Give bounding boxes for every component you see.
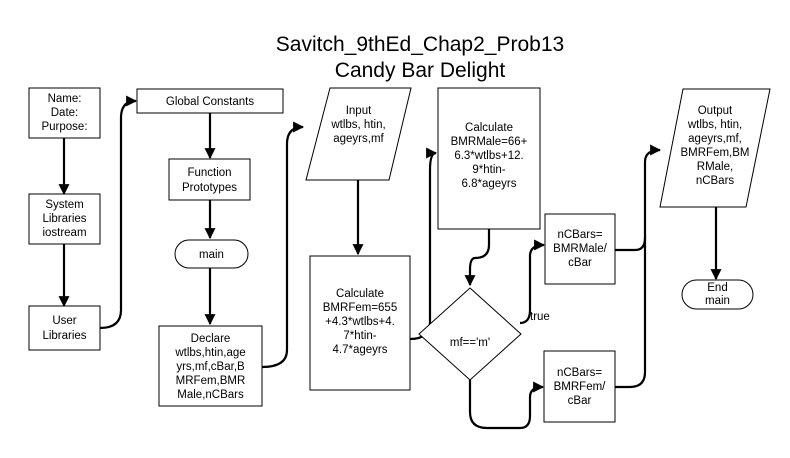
ncbars-male-block: nCBars= BMRMale/ cBar (544, 213, 616, 285)
nfem-line-3: cBar (568, 395, 592, 407)
declare-line-5: Male,nCBars (177, 389, 244, 401)
protos-line-2: Prototypes (182, 182, 237, 194)
header-line-date: Date: (51, 107, 79, 119)
header-line-purpose: Purpose: (41, 121, 87, 133)
endmain-line-2: main (705, 295, 730, 307)
declare-line-1: Declare (191, 333, 231, 345)
calc-bmrfem-block: Calculate BMRFem=655 +4.3*wtlbs+4. 7*hti… (309, 255, 411, 391)
output-block: Output wtlbs, htin, ageyrs,mf, BMRFem,BM… (659, 88, 771, 208)
declare-line-3: yrs,mf,cBar,B (176, 361, 245, 373)
edge-calcmale-decision (464, 229, 491, 287)
nmale-line-3: cBar (568, 257, 592, 269)
nmale-line-1: nCBars= (557, 229, 602, 241)
calcmale-line-1: Calculate (465, 122, 513, 134)
system-libraries-block: System Libraries iostream (28, 193, 101, 245)
calcfem-line-1: Calculate (336, 288, 384, 300)
decision-label: mf=='m' (450, 337, 490, 349)
declare-block: Declare wtlbs,htin,age yrs,mf,cBar,B MRF… (158, 325, 263, 407)
protos-line-1: Function (187, 167, 231, 179)
input-line-3: ageyrs,mf (333, 133, 384, 145)
main-terminator: main (174, 239, 249, 269)
output-line-4: BMRFem,BM (681, 147, 750, 159)
output-line-2: wtlbs, htin, (687, 119, 742, 131)
input-line-2: wtlbs, htin, (330, 119, 385, 131)
calcmale-line-4: 9*htin- (472, 164, 505, 176)
calcfem-line-5: 4.7*ageyrs (333, 344, 388, 356)
syslibs-line-1: System (45, 199, 83, 211)
calcfem-line-3: +4.3*wtlbs+4. (325, 316, 395, 328)
calc-bmrmale-block: Calculate BMRMale=66+ 6.3*wtlbs+12. 9*ht… (437, 87, 541, 230)
edge-nmale-output (615, 144, 662, 252)
input-block: Input wtlbs, htin, ageyrs,mf (305, 87, 412, 181)
edge-nfem-junction (615, 238, 647, 389)
decision-block: mf=='m' (418, 287, 522, 381)
calcmale-line-3: 6.3*wtlbs+12. (454, 150, 523, 162)
nmale-line-2: BMRMale/ (553, 243, 607, 255)
input-line-1: Input (346, 105, 372, 117)
calcfem-line-2: BMRFem=655 (323, 302, 397, 314)
edge-calcfem-calcmale (409, 147, 438, 341)
diagram-subtitle: Candy Bar Delight (335, 59, 506, 82)
nfem-line-1: nCBars= (557, 367, 602, 379)
syslibs-line-3: iostream (42, 227, 86, 239)
calcfem-line-4: 7*htin- (343, 330, 376, 342)
declare-line-4: MRFem,BMR (176, 375, 246, 387)
output-line-1: Output (698, 105, 733, 117)
output-line-6: nCBars (696, 175, 735, 187)
globals-label: Global Constants (166, 96, 254, 108)
ncbars-fem-block: nCBars= BMRFem/ cBar (543, 350, 616, 423)
edge-decision-nmale (519, 239, 546, 325)
edge-declare-input (261, 121, 305, 369)
calcmale-line-5: 6.8*ageyrs (462, 178, 517, 190)
endmain-line-1: End (707, 282, 727, 294)
output-line-3: ageyrs,mf, (688, 133, 742, 145)
function-prototypes-block: Function Prototypes (168, 158, 251, 201)
nfem-line-2: BMRFem/ (554, 381, 607, 393)
userlibs-line-1: User (52, 315, 76, 327)
syslibs-line-2: Libraries (42, 213, 86, 225)
end-main-terminator: End main (681, 279, 754, 310)
user-libraries-block: User Libraries (28, 305, 101, 351)
output-line-5: RMale, (697, 161, 733, 173)
global-constants-block: Global Constants (136, 88, 284, 114)
declare-line-2: wtlbs,htin,age (174, 347, 245, 359)
header-line-name: Name: (48, 93, 82, 105)
true-branch-label: true (530, 311, 550, 323)
header-block: Name: Date: Purpose: (28, 87, 101, 139)
connectors (58, 95, 722, 430)
diagram-title: Savitch_9thEd_Chap2_Prob13 (276, 33, 564, 56)
edge-userlibs-globals (99, 95, 138, 330)
edge-decision-nfem (468, 380, 545, 430)
main-label: main (199, 249, 224, 261)
calcmale-line-2: BMRMale=66+ (451, 136, 528, 148)
userlibs-line-2: Libraries (42, 330, 86, 342)
